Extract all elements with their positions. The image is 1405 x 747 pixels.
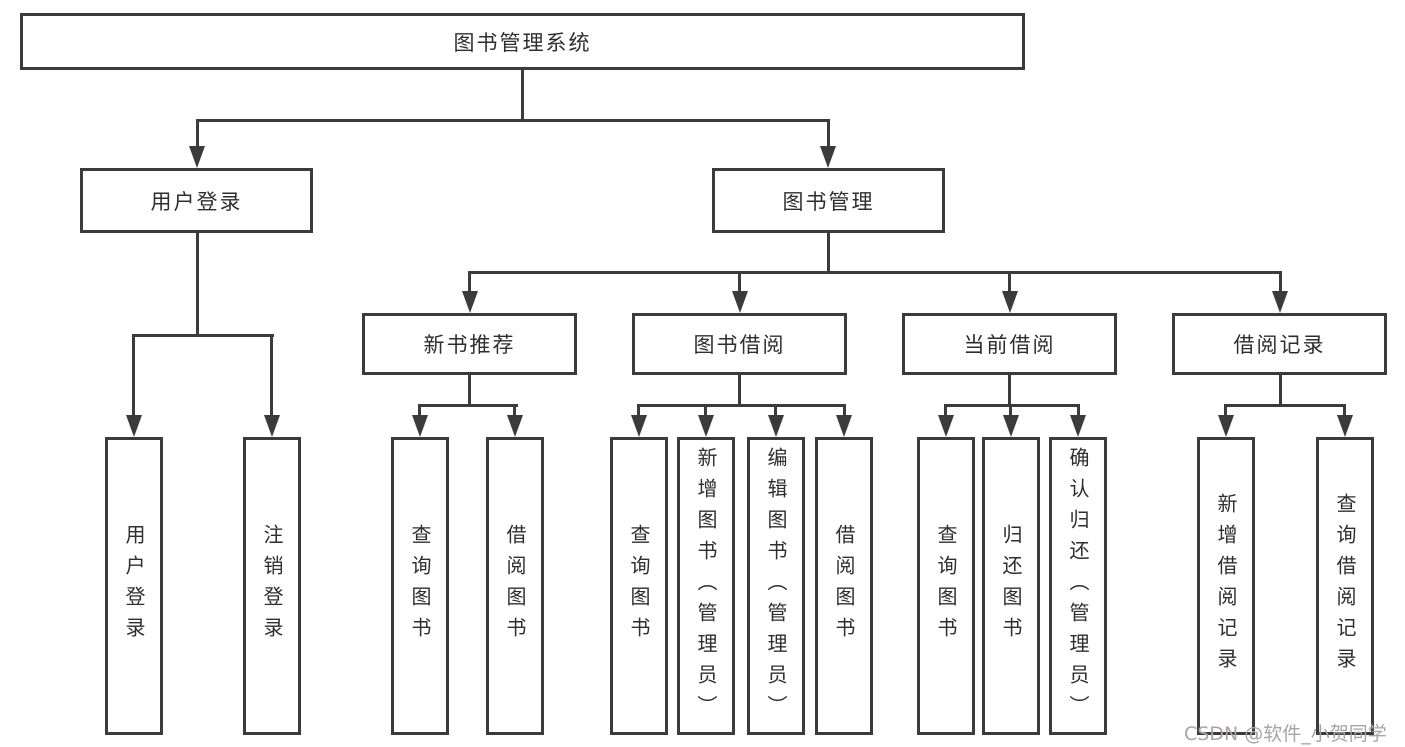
leaf-record-add-borrow-record: 新增借阅记录 [1197, 437, 1255, 735]
line [1077, 404, 1080, 417]
arrow-down-icon [1337, 415, 1353, 437]
arrow-down-icon [732, 291, 748, 313]
line [196, 233, 199, 336]
node-new-book-recommend: 新书推荐 [362, 313, 577, 375]
leaf-current-confirm-return-admin: 确认归还（管理员） [1049, 437, 1107, 735]
line [270, 334, 273, 417]
node-book-borrow: 图书借阅 [632, 313, 847, 375]
leaf-borrow-borrow-books: 借阅图书 [815, 437, 873, 735]
line [637, 404, 846, 407]
line [738, 271, 741, 293]
arrow-down-icon [264, 415, 280, 437]
line [843, 404, 846, 417]
line [637, 404, 640, 417]
leaf-record-query-borrow-record: 查询借阅记录 [1316, 437, 1374, 735]
line [1343, 404, 1346, 417]
leaf-borrow-query-books: 查询图书 [610, 437, 668, 735]
leaf-user-login: 用户登录 [105, 437, 163, 735]
arrow-down-icon [1002, 291, 1018, 313]
leaf-current-query-books: 查询图书 [917, 437, 975, 735]
arrow-down-icon [631, 415, 647, 437]
line [827, 119, 830, 148]
line [196, 119, 199, 148]
line [513, 404, 516, 417]
arrow-down-icon [1070, 415, 1086, 437]
node-current-borrow: 当前借阅 [902, 313, 1117, 375]
leaf-logout: 注销登录 [243, 437, 301, 735]
line [132, 334, 135, 417]
line [1009, 404, 1012, 417]
line [418, 404, 421, 417]
leaf-current-return-books: 归还图书 [982, 437, 1040, 735]
line [1008, 375, 1011, 406]
line [827, 233, 830, 273]
arrow-down-icon [1272, 291, 1288, 313]
leaf-newbook-borrow-books: 借阅图书 [486, 437, 544, 735]
line [774, 404, 777, 417]
line [1279, 375, 1282, 406]
arrow-down-icon [412, 415, 428, 437]
arrow-down-icon [938, 415, 954, 437]
line [196, 119, 830, 122]
line [132, 334, 274, 337]
line [1224, 404, 1346, 407]
csdn-watermark: CSDN @软件_小贺同学 [1184, 723, 1387, 745]
line [944, 404, 947, 417]
line [468, 271, 1282, 274]
line [1008, 271, 1011, 293]
node-user-login: 用户登录 [80, 168, 313, 233]
node-root-library-system: 图书管理系统 [20, 13, 1025, 70]
arrow-down-icon [462, 291, 478, 313]
node-borrow-record: 借阅记录 [1172, 313, 1387, 375]
node-book-management: 图书管理 [712, 168, 945, 233]
arrow-down-icon [126, 415, 142, 437]
line [468, 375, 471, 406]
line [1279, 271, 1282, 293]
line [1224, 404, 1227, 417]
arrow-down-icon [698, 415, 714, 437]
arrow-down-icon [836, 415, 852, 437]
arrow-down-icon [1003, 415, 1019, 437]
line [704, 404, 707, 417]
line [738, 375, 741, 406]
line [418, 404, 518, 407]
arrow-down-icon [189, 146, 205, 168]
leaf-newbook-query-books: 查询图书 [391, 437, 449, 735]
arrow-down-icon [1218, 415, 1234, 437]
leaf-borrow-edit-books-admin: 编辑图书（管理员） [747, 437, 805, 735]
arrow-down-icon [768, 415, 784, 437]
line [944, 404, 1080, 407]
leaf-borrow-add-books-admin: 新增图书（管理员） [677, 437, 735, 735]
line [468, 271, 471, 293]
line [521, 70, 524, 119]
arrow-down-icon [820, 146, 836, 168]
arrow-down-icon [507, 415, 523, 437]
